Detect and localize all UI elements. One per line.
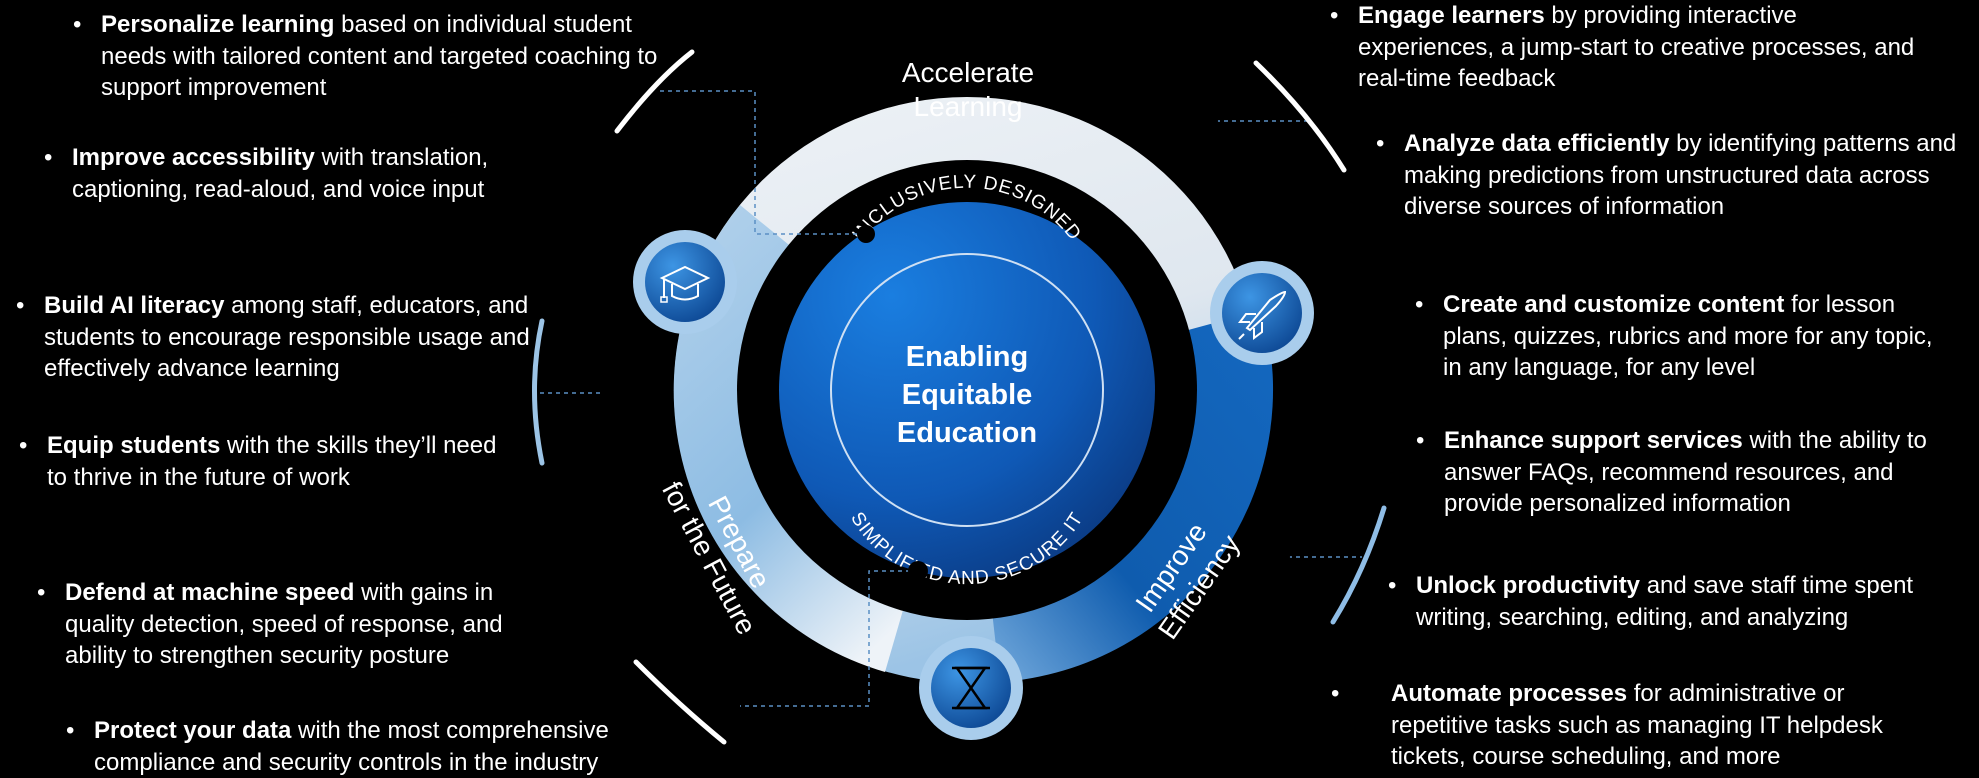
right-item-create-content: • Create and customize content for lesson… bbox=[1415, 289, 1943, 384]
item-text: with the ability to answer FAQs, recomme… bbox=[1444, 427, 1927, 517]
right-item-analyze: • Analyze data efficiently by identifying… bbox=[1376, 128, 1964, 223]
item-title: Analyze data efficiently bbox=[1404, 130, 1670, 157]
connector-lines bbox=[540, 90, 1362, 707]
right-item-automate: • Automate processes for administrative o… bbox=[1331, 678, 1931, 773]
left-item-ai-literacy: • Build AI literacy among staff, educator… bbox=[16, 290, 534, 385]
left-item-accessibility: • Improve accessibility with translation,… bbox=[44, 142, 532, 205]
left-item-personalize: • Personalize learning based on individua… bbox=[73, 9, 701, 104]
right-item-support-services: • Enhance support services with the abili… bbox=[1416, 425, 1964, 520]
core-circle bbox=[779, 202, 1155, 578]
learning-label: Learning bbox=[914, 91, 1023, 122]
item-title: Engage learners bbox=[1358, 2, 1545, 29]
item-text: with translation, captioning, read-aloud… bbox=[72, 144, 489, 203]
bullet: • bbox=[1415, 291, 1424, 318]
item-text: among staff, educators, and students to … bbox=[44, 292, 530, 382]
hourglass-icon bbox=[919, 636, 1023, 740]
item-text: for lesson plans, quizzes, rubrics and m… bbox=[1443, 291, 1933, 381]
connector-dots bbox=[603, 111, 1290, 581]
item-title: Enhance support services bbox=[1444, 427, 1743, 454]
bullet: • bbox=[37, 579, 46, 606]
left-item-protect-data: • Protect your data with the most compreh… bbox=[66, 715, 674, 778]
left-item-equip-students: • Equip students with the skills they’ll … bbox=[19, 430, 497, 493]
item-text: with the skills they’ll need to thrive i… bbox=[47, 432, 497, 491]
bullet: • bbox=[16, 292, 25, 319]
core-inner-ring bbox=[830, 253, 1104, 527]
right-item-productivity: • Unlock productivity and save staff time… bbox=[1388, 570, 1936, 633]
item-text: based on individual student needs with t… bbox=[101, 11, 658, 101]
graduation-cap-icon bbox=[633, 230, 737, 334]
item-text: with the most comprehensive compliance a… bbox=[94, 717, 609, 776]
left-item-defend: • Defend at machine speed with gains in q… bbox=[37, 577, 555, 672]
item-title: Improve accessibility bbox=[72, 144, 315, 171]
item-title: Build AI literacy bbox=[44, 292, 225, 319]
item-title: Equip students bbox=[47, 432, 221, 459]
item-title: Defend at machine speed bbox=[65, 579, 355, 606]
right-item-engage: • Engage learners by providing interactiv… bbox=[1330, 0, 1918, 95]
center-line2: Equitable bbox=[902, 379, 1033, 411]
accelerate-label: Accelerate bbox=[902, 57, 1034, 88]
bullet: • bbox=[1416, 427, 1425, 454]
bullet: • bbox=[1376, 130, 1385, 157]
item-text: by identifying patterns and making predi… bbox=[1404, 130, 1957, 220]
item-title: Create and customize content bbox=[1443, 291, 1785, 318]
center-line3: Education bbox=[897, 417, 1037, 449]
item-title: Protect your data bbox=[94, 717, 292, 744]
bullet: • bbox=[44, 144, 53, 171]
bullet: • bbox=[1331, 680, 1340, 707]
bullet: • bbox=[19, 432, 28, 459]
center-line1: Enabling bbox=[906, 341, 1028, 373]
bullet: • bbox=[1330, 2, 1339, 29]
bullet: • bbox=[73, 11, 82, 38]
item-title: Unlock productivity bbox=[1416, 572, 1641, 599]
rocket-icon bbox=[1210, 261, 1314, 365]
item-text: and save staff time spent writing, searc… bbox=[1416, 572, 1914, 631]
item-text: for administrative or repetitive tasks s… bbox=[1391, 680, 1883, 770]
item-text: with gains in quality detection, speed o… bbox=[65, 579, 503, 669]
bullet: • bbox=[1388, 572, 1397, 599]
outer-arcs bbox=[532, 49, 1387, 745]
item-text: by providing interactive experiences, a … bbox=[1358, 2, 1915, 92]
item-title: Automate processes bbox=[1391, 680, 1628, 707]
item-title: Personalize learning bbox=[101, 11, 335, 38]
bullet: • bbox=[66, 717, 75, 744]
